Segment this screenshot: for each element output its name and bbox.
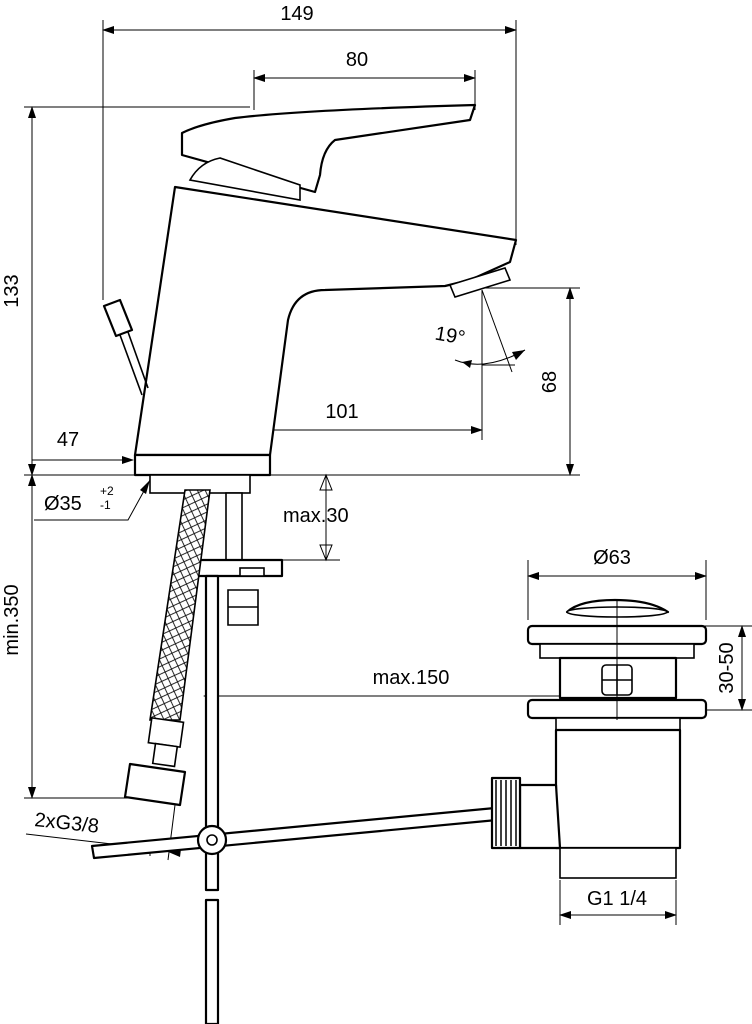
- dim-max-rod: max.150: [373, 667, 450, 689]
- dim-spout-reach: 101: [325, 401, 358, 423]
- popup-waste: [490, 598, 708, 879]
- dim-min-hose: min.350: [1, 584, 23, 655]
- dim-waste-thread: G1 1/4: [587, 888, 647, 910]
- dim-hole-tol-minus: -1: [100, 498, 111, 512]
- pull-rod: [204, 574, 220, 892]
- linkage-rod: [90, 806, 499, 860]
- dim-base-offset: 47: [57, 429, 79, 451]
- hose-connector: [123, 762, 187, 807]
- base-ring: [133, 453, 272, 477]
- dim-waste-diameter: Ø63: [593, 547, 631, 569]
- dim-waste-range: 30-50: [716, 642, 738, 693]
- dim-overall-width: 149: [280, 3, 313, 25]
- dim-hole-diameter: Ø35: [44, 493, 82, 515]
- dim-height: 133: [1, 274, 23, 307]
- dim-spout-angle: 19°: [433, 323, 467, 350]
- dim-connection: 2xG3/8: [33, 809, 99, 838]
- dim-hole-tol-plus: +2: [100, 484, 114, 498]
- popup-knob: [102, 298, 134, 338]
- dim-max-thickness: max.30: [283, 505, 349, 527]
- dimension-labels: 149 80 133 68 19° 101 47 Ø35 +2 -1 max.3…: [1, 3, 738, 910]
- aerator: [448, 267, 512, 298]
- waste-thread: [559, 847, 677, 879]
- dim-handle-width: 80: [346, 49, 368, 71]
- extension-lines: [24, 20, 752, 925]
- faucet: [90, 103, 518, 1024]
- braided-hose: [149, 489, 211, 721]
- dim-spout-height: 68: [539, 371, 561, 393]
